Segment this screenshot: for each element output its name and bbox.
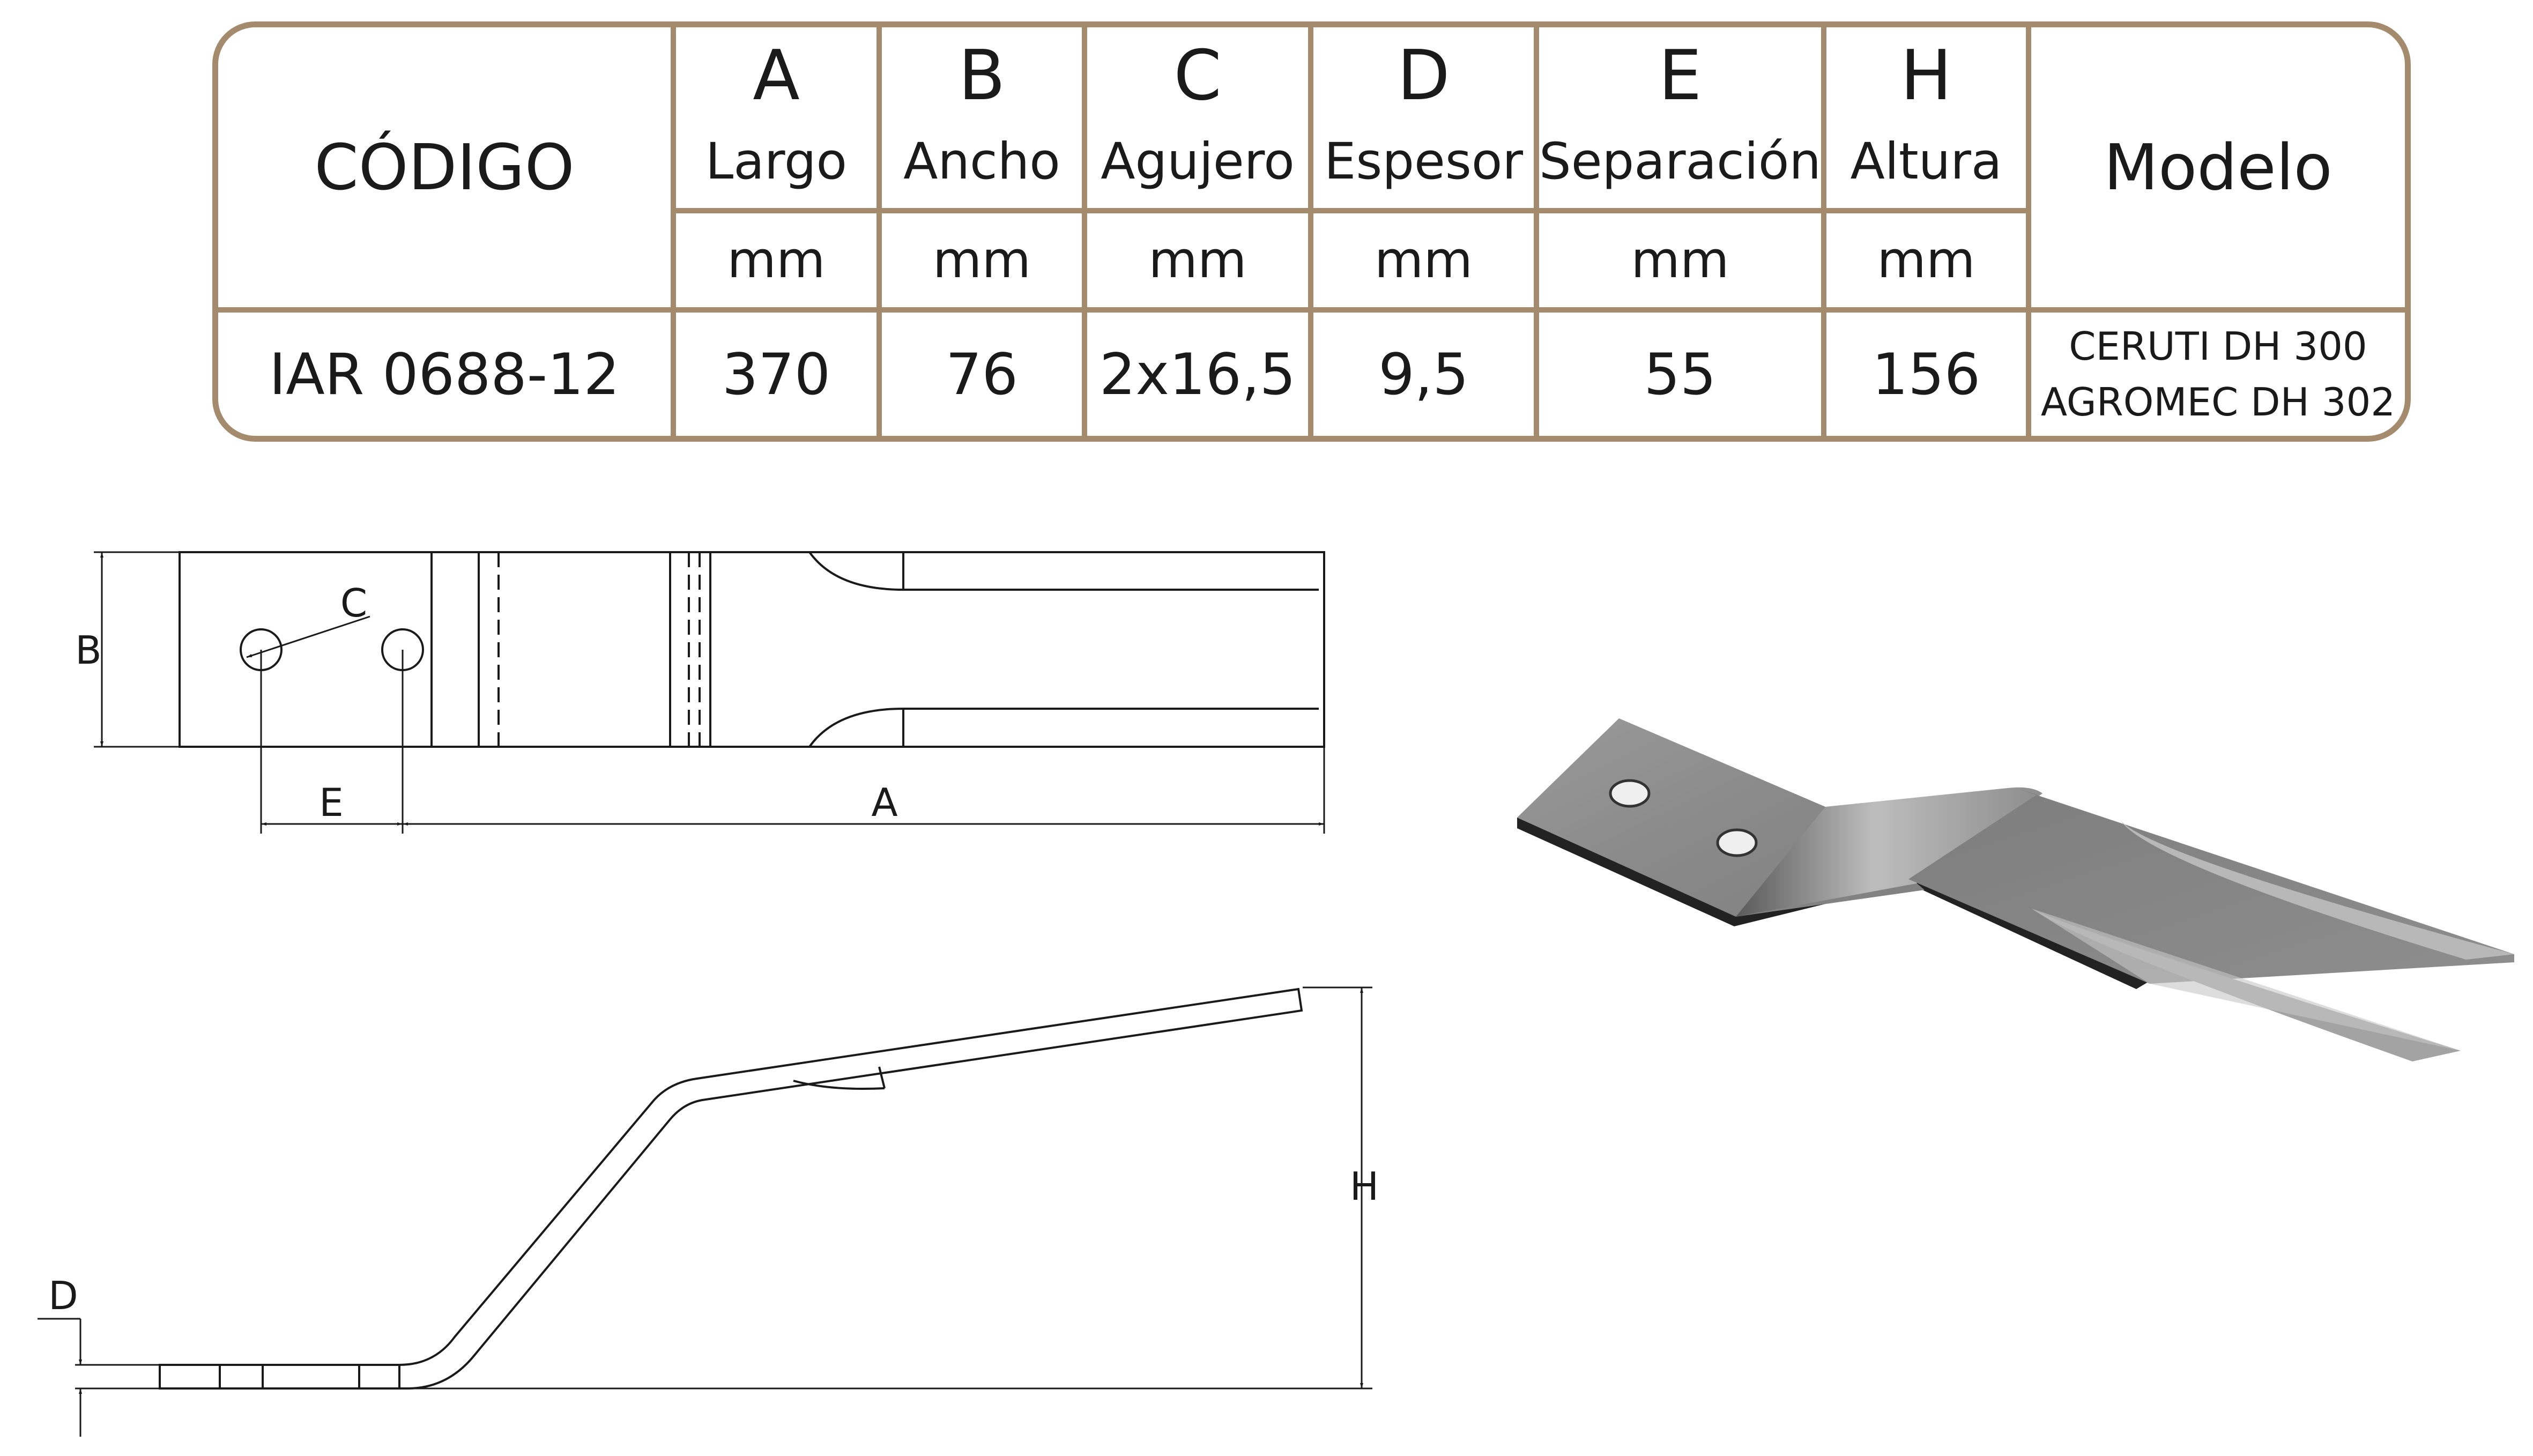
modelo-value: CERUTI DH 300 AGROMEC DH 302 xyxy=(2031,313,2405,436)
blade-profile xyxy=(159,987,1303,1390)
table-divider xyxy=(876,27,882,436)
column-unit-d: mm xyxy=(1374,231,1473,289)
column-name-c: Agujero xyxy=(1101,132,1295,191)
dim-label-e: E xyxy=(319,780,344,825)
column-letter-h: H xyxy=(1900,35,1952,116)
top-view xyxy=(94,551,1325,834)
dim-label-b: B xyxy=(75,628,101,673)
column-name-e: Separación xyxy=(1539,132,1821,191)
modelo-line-1: CERUTI DH 300 xyxy=(2069,324,2367,369)
value-d: 9,5 xyxy=(1378,341,1469,407)
value-e: 55 xyxy=(1644,341,1717,407)
side-view xyxy=(38,986,1372,1437)
table-divider xyxy=(1308,27,1313,436)
column-unit-b: mm xyxy=(932,231,1031,289)
column-unit-e: mm xyxy=(1631,231,1729,289)
blade-3d-render xyxy=(1517,718,2514,1061)
codigo-header: CÓDIGO xyxy=(314,130,575,204)
column-letter-c: C xyxy=(1173,35,1222,116)
value-h: 156 xyxy=(1871,341,1981,407)
value-c: 2x16,5 xyxy=(1099,341,1296,407)
column-name-a: Largo xyxy=(705,132,848,191)
blade-outline-top xyxy=(179,551,1325,748)
table-divider xyxy=(1082,27,1087,436)
column-letter-d: D xyxy=(1397,35,1450,116)
modelo-line-2: AGROMEC DH 302 xyxy=(2040,380,2396,425)
hole-3d-2 xyxy=(1716,828,1758,857)
table-divider xyxy=(218,307,2405,313)
column-letter-a: A xyxy=(753,35,800,116)
column-unit-c: mm xyxy=(1148,231,1247,289)
dim-label-h: H xyxy=(1350,1164,1379,1209)
modelo-header: Modelo xyxy=(2104,130,2333,204)
dim-label-c: C xyxy=(340,581,367,626)
column-name-h: Altura xyxy=(1850,132,2002,191)
column-unit-h: mm xyxy=(1877,231,1975,289)
hole-3d-1 xyxy=(1609,779,1651,808)
column-name-b: Ancho xyxy=(903,132,1060,191)
table-divider xyxy=(1534,27,1539,436)
column-letter-b: B xyxy=(958,35,1006,116)
dim-label-a: A xyxy=(871,780,897,825)
table-divider xyxy=(1821,27,1826,436)
value-b: 76 xyxy=(946,341,1018,407)
codigo-value: IAR 0688-12 xyxy=(269,341,620,407)
table-divider xyxy=(671,208,2031,213)
table-divider xyxy=(671,27,676,436)
column-unit-a: mm xyxy=(727,231,826,289)
column-name-d: Espesor xyxy=(1324,132,1523,191)
table-divider xyxy=(2026,27,2031,436)
dim-label-d: D xyxy=(48,1273,78,1318)
spec-table: CÓDIGO A Largo mm B Ancho mm C Agujero m… xyxy=(212,21,2411,442)
value-a: 370 xyxy=(722,341,831,407)
column-letter-e: E xyxy=(1658,35,1702,116)
